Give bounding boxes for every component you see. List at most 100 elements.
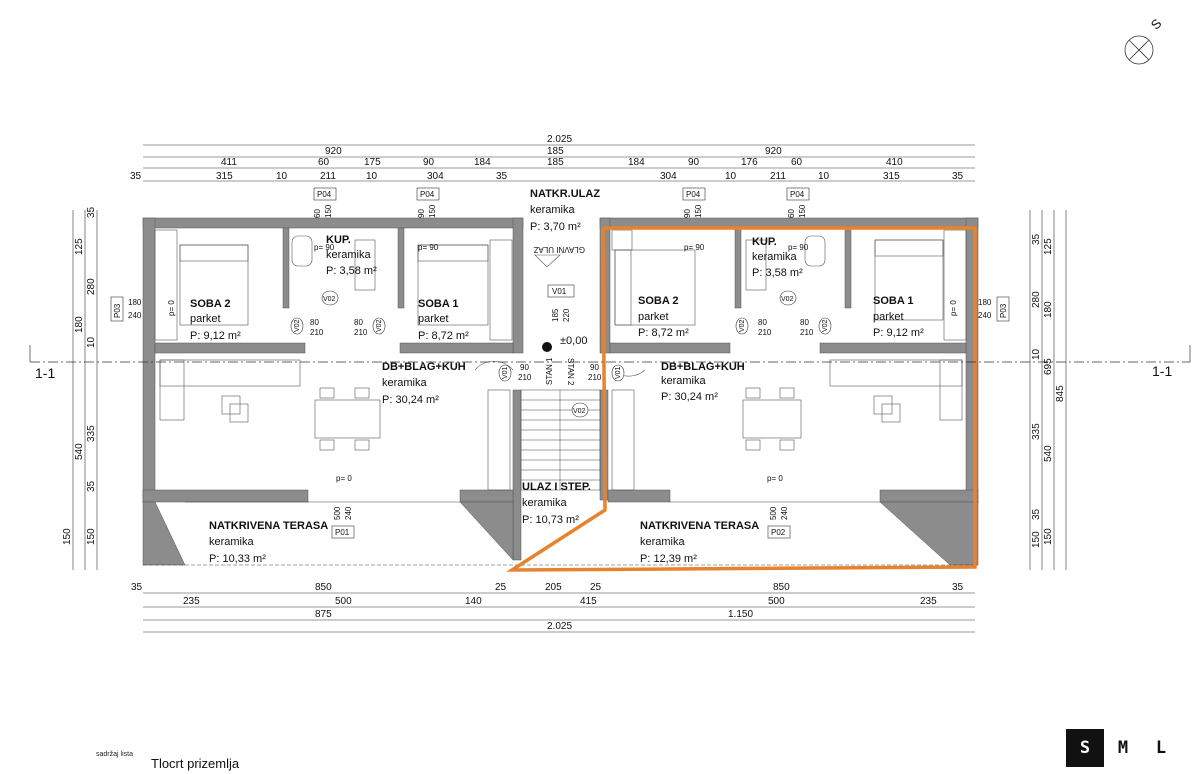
room-terasa-right: NATKRIVENA TERASA keramika P: 12,39 m²	[640, 520, 759, 565]
room-area: P: 3,58 m²	[752, 267, 803, 279]
room-area: P: 10,73 m²	[522, 514, 579, 526]
dim-right: 335	[1031, 423, 1042, 440]
dim-window: 150	[798, 204, 807, 218]
room-soba2-left: SOBA 2 parket P: 9,12 m²	[190, 298, 241, 342]
dim-door: 210	[758, 328, 772, 337]
room-name: SOBA 1	[418, 298, 459, 310]
dim-window: 60	[313, 209, 322, 218]
section-label-left: 1-1	[35, 365, 55, 381]
section-label-right: 1-1	[1152, 363, 1172, 379]
tag-p04: P04	[420, 190, 435, 199]
dim-top-r3: 10	[366, 171, 378, 182]
dim-top-r3: 304	[427, 171, 444, 182]
tag-p03: P03	[999, 303, 1008, 318]
tag-p04: P04	[790, 190, 805, 199]
stair	[521, 390, 600, 490]
room-name: DB+BLAG+KUH	[661, 361, 745, 373]
dim-door: 210	[310, 328, 324, 337]
glavni-ulaz: GLAVNI ULAZ	[533, 245, 585, 254]
door-v02: V02	[822, 319, 829, 332]
dim-top-total: 2.025	[547, 134, 572, 145]
dim-top-r2: 176	[741, 157, 758, 168]
dim-top-r3: 10	[276, 171, 288, 182]
dim-door: 90	[590, 363, 599, 372]
room-terasa-left: NATKRIVENA TERASA keramika P: 10,33 m²	[209, 520, 328, 565]
dim-door: 210	[588, 373, 602, 382]
dim-right: 35	[1031, 233, 1042, 245]
dim-door: 80	[354, 318, 363, 327]
dim-top-r3: 35	[496, 171, 508, 182]
room-area: P: 30,24 m²	[382, 394, 439, 406]
size-s-button[interactable]: S	[1066, 729, 1104, 767]
dim-left: 35	[86, 480, 97, 492]
room-db-right: DB+BLAG+KUH keramika P: 30,24 m²	[661, 361, 745, 403]
dim-window: 90	[417, 209, 426, 218]
dim-top-half-right: 920	[765, 146, 782, 157]
dim-window: 60	[787, 209, 796, 218]
room-floor: keramika	[522, 497, 568, 509]
dim-top-r3: 10	[818, 171, 830, 182]
tag-p03: P03	[113, 303, 122, 318]
dim-bot-r2: 235	[920, 596, 937, 607]
room-name: NATKRIVENA TERASA	[209, 520, 328, 532]
room-area: P: 3,58 m²	[326, 265, 377, 277]
dim-left: 540	[74, 443, 85, 460]
size-l-button[interactable]: L	[1155, 738, 1167, 758]
dim-bot-r2: 500	[768, 596, 785, 607]
dim-window: 500	[333, 506, 342, 520]
room-area: P: 10,33 m²	[209, 553, 266, 565]
dim-right: 10	[1031, 348, 1042, 360]
right-dimensions	[1029, 210, 1067, 570]
dim-top-r2: 60	[791, 157, 803, 168]
room-floor: parket	[418, 313, 449, 325]
dim-top-r2: 185	[547, 157, 564, 168]
dim-bot-r1: 850	[773, 582, 790, 593]
dim-top-r3: 315	[883, 171, 900, 182]
room-floor: keramika	[382, 377, 428, 389]
dim-window: 500	[769, 506, 778, 520]
dim-left: 10	[86, 336, 97, 348]
dim-left: 280	[86, 278, 97, 295]
dim-top-half-left: 920	[325, 146, 342, 157]
dim-bot-r2: 415	[580, 596, 597, 607]
door-v02: V02	[573, 408, 586, 415]
door-v02: V02	[376, 319, 383, 332]
room-floor: keramika	[752, 251, 798, 263]
stan2-label: STAN 2	[566, 358, 575, 386]
dim-window: 90	[683, 209, 692, 218]
dim-top-r2: 410	[886, 157, 903, 168]
dim-bot-total: 2.025	[547, 621, 572, 632]
room-kup-left: KUP. keramika P: 3,58 m²	[326, 234, 377, 277]
section-line	[29, 345, 1191, 363]
room-name: NATKRIVENA TERASA	[640, 520, 759, 532]
dim-door: 80	[758, 318, 767, 327]
highlight-outline	[505, 226, 977, 572]
tag-v01: V01	[552, 287, 567, 296]
dim-top-half-mid: 185	[547, 146, 564, 157]
dim-bot-r1: 35	[952, 582, 964, 593]
dim-right: 180	[1043, 301, 1054, 318]
room-area: P: 9,12 m²	[190, 330, 241, 342]
dim-left: 35	[86, 206, 97, 218]
tag-p04: P04	[686, 190, 701, 199]
dim-top-r3: 211	[770, 171, 786, 182]
dim-door: 90	[520, 363, 529, 372]
dim-top-r2: 184	[628, 157, 645, 168]
tag-p01: P01	[335, 528, 350, 537]
dim-bot-r1: 35	[131, 582, 143, 593]
door-markers	[290, 290, 832, 418]
room-name: SOBA 2	[638, 295, 679, 307]
door-v01: V01	[615, 366, 622, 379]
sill-height: p= 0	[949, 300, 958, 316]
dim-bot-r2: 500	[335, 596, 352, 607]
dim-top-r2: 90	[688, 157, 700, 168]
room-natkr-ulaz: NATKR.ULAZ keramika P: 3,70 m²	[530, 188, 600, 233]
furniture	[154, 229, 967, 491]
north-arrow-icon: S	[1124, 16, 1165, 65]
tag-p02: P02	[771, 528, 786, 537]
size-m-button[interactable]: M	[1117, 738, 1129, 758]
dim-bot-r2: 235	[183, 596, 200, 607]
door-v02: V02	[294, 319, 301, 332]
dim-right: 540	[1043, 445, 1054, 462]
